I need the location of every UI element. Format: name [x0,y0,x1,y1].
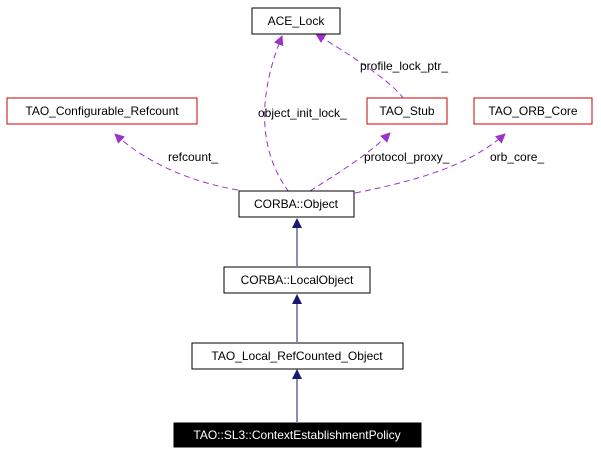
node-corba-localobject[interactable]: CORBA::LocalObject [223,266,371,294]
edge-label-profile-lock-ptr: profile_lock_ptr_ [360,59,448,73]
node-label-corba-localobject: CORBA::LocalObject [241,273,354,287]
node-label-tao-configurable-refcount: TAO_Configurable_Refcount [25,104,179,118]
edge-label-orb-core: orb_core_ [490,150,544,164]
node-label-context-establishment-policy: TAO::SL3::ContextEstablishmentPolicy [193,428,400,442]
edge-label-object-init-lock: object_init_lock_ [258,106,347,120]
edge-label-refcount: refcount_ [168,150,218,164]
edge-object-init-lock [264,35,290,193]
node-tao-orb-core[interactable]: TAO_ORB_Core [473,97,593,125]
node-tao-stub[interactable]: TAO_Stub [366,97,448,125]
node-tao-local-refcounted-object[interactable]: TAO_Local_RefCounted_Object [191,342,404,370]
node-label-corba-object: CORBA::Object [254,197,339,211]
node-label-ace-lock: ACE_Lock [268,14,326,28]
edge-label-protocol-proxy: protocol_proxy_ [364,150,450,164]
node-label-tao-stub: TAO_Stub [379,104,434,118]
node-tao-configurable-refcount[interactable]: TAO_Configurable_Refcount [6,97,198,125]
node-ace-lock[interactable]: ACE_Lock [251,7,341,35]
node-label-tao-orb-core: TAO_ORB_Core [488,104,577,118]
node-label-tao-local-refcounted-object: TAO_Local_RefCounted_Object [211,349,383,363]
node-context-establishment-policy[interactable]: TAO::SL3::ContextEstablishmentPolicy [173,422,422,448]
node-corba-object[interactable]: CORBA::Object [238,190,355,218]
edge-refcount [114,133,239,191]
edge-orb-core [354,133,506,194]
